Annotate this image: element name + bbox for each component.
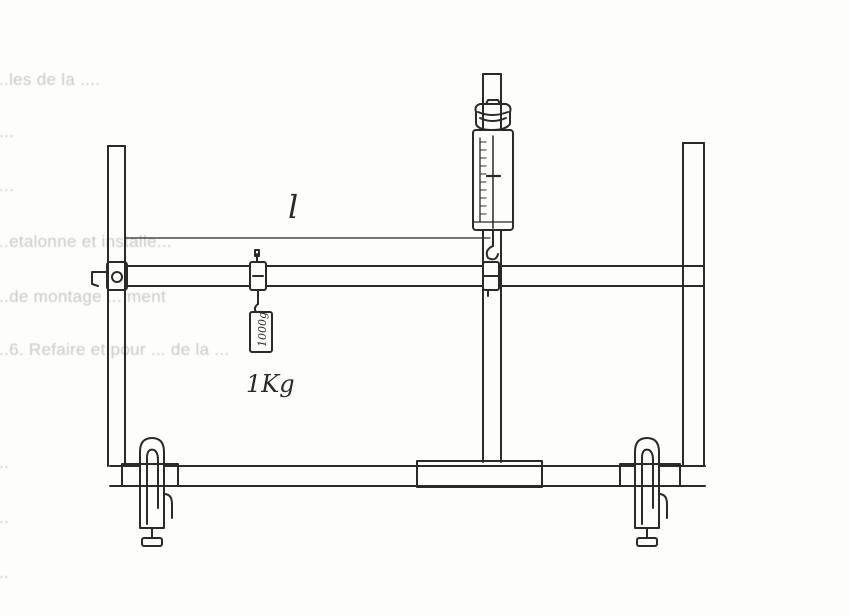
beam-hook [482, 261, 500, 297]
left-table-clamp [121, 437, 179, 547]
mass-block [249, 311, 273, 353]
bleed-line: ... [0, 563, 10, 582]
base-block [416, 460, 543, 488]
beam [124, 265, 705, 287]
mass-label: 1Kg [246, 370, 295, 398]
length-dimension [124, 231, 491, 247]
length-label: l [288, 188, 298, 226]
bleed-line: ...les de la .... [0, 70, 101, 89]
bleed-line: ...etalonne et installe... [0, 232, 172, 251]
bleed-line: .... [0, 176, 15, 195]
bleed-line: ... [0, 453, 10, 472]
mass-hanger [249, 249, 267, 313]
bleed-line: .... [0, 122, 15, 141]
bleed-line: ...6. Refaire et pour ... de la ... [0, 340, 230, 359]
bleed-line: ... [0, 508, 10, 527]
spring-balance [472, 129, 514, 261]
base-rail [109, 465, 706, 487]
rod-clamp [474, 99, 512, 131]
pivot-clamp [91, 261, 128, 291]
right-post [682, 142, 705, 467]
left-post [107, 145, 126, 467]
right-table-clamp [619, 437, 681, 547]
mass-tag-label: 1000g [256, 312, 269, 347]
